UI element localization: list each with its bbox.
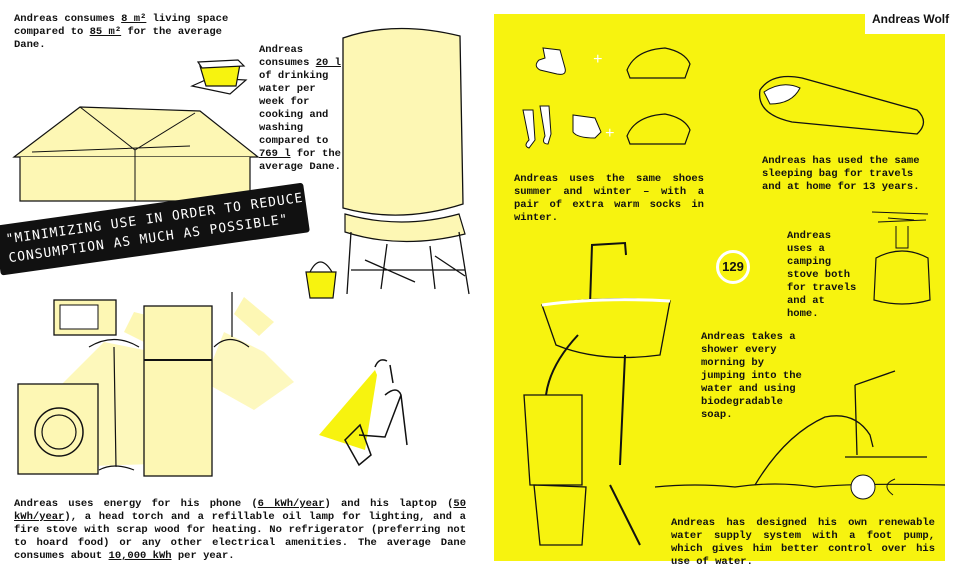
shower-text: Andreas takes a shower every morning by … xyxy=(701,331,802,421)
text-part: ) and his laptop ( xyxy=(324,498,454,510)
diving-person-icon xyxy=(654,370,946,500)
sleeping-bag-icon xyxy=(758,75,925,135)
shoes-text: Andreas uses the same shoes summer and w… xyxy=(514,173,704,224)
stove-text: Andreas uses a camping stove both for tr… xyxy=(787,230,857,320)
svg-text:+: + xyxy=(593,51,603,69)
appliances-illustration xyxy=(17,292,294,477)
laptop-energy-value: 50 kWh/year xyxy=(14,498,466,523)
text-part: of drinking water per week for cooking a… xyxy=(259,70,329,147)
house-icon xyxy=(12,106,260,202)
dane-water-value: 769 l xyxy=(259,148,291,160)
water-text: Andreas consumes 20 l of drinking water … xyxy=(259,44,345,174)
text-part: for the average Dane. xyxy=(259,148,341,173)
dane-living-space-value: 85 m² xyxy=(89,26,122,38)
camping-stove-icon xyxy=(871,211,931,305)
energy-text: Andreas uses energy for his phone (6 kWh… xyxy=(14,498,466,563)
text-part: per year. xyxy=(177,550,235,562)
text-part: living space compared to xyxy=(14,13,229,38)
living-space-text: Andreas consumes 8 m² living space compa… xyxy=(14,13,254,52)
author-header xyxy=(865,6,960,34)
page-number: 129 xyxy=(716,250,750,284)
text-part: Andreas consumes xyxy=(259,44,310,69)
water-container-icon xyxy=(190,59,248,95)
text-part: for the average Dane. xyxy=(14,26,222,51)
water-supply-system-icon xyxy=(523,241,671,546)
andreas-water-value: 20 l xyxy=(315,57,341,69)
water-tower-icon xyxy=(342,27,470,295)
andreas-living-space-value: 8 m² xyxy=(121,13,147,25)
text-part: Andreas consumes xyxy=(14,13,115,25)
dane-energy-value: 10,000 kWh xyxy=(108,550,172,562)
sleeping-bag-text: Andreas has used the same sleeping bag f… xyxy=(762,155,920,193)
water-supply-text: Andreas has designed his own renewable w… xyxy=(671,517,935,568)
svg-text:+: + xyxy=(605,125,615,143)
phone-energy-value: 6 kWh/year xyxy=(257,498,325,510)
socks-and-shoes-icon: + + xyxy=(522,47,691,149)
author-name: Andreas Wolf xyxy=(872,12,950,26)
text-part: ), a head torch and a refillable oil lam… xyxy=(14,511,466,562)
reading-person-icon xyxy=(319,359,408,467)
text-part: Andreas uses energy for his phone ( xyxy=(14,498,258,510)
bucket-icon xyxy=(305,261,337,299)
